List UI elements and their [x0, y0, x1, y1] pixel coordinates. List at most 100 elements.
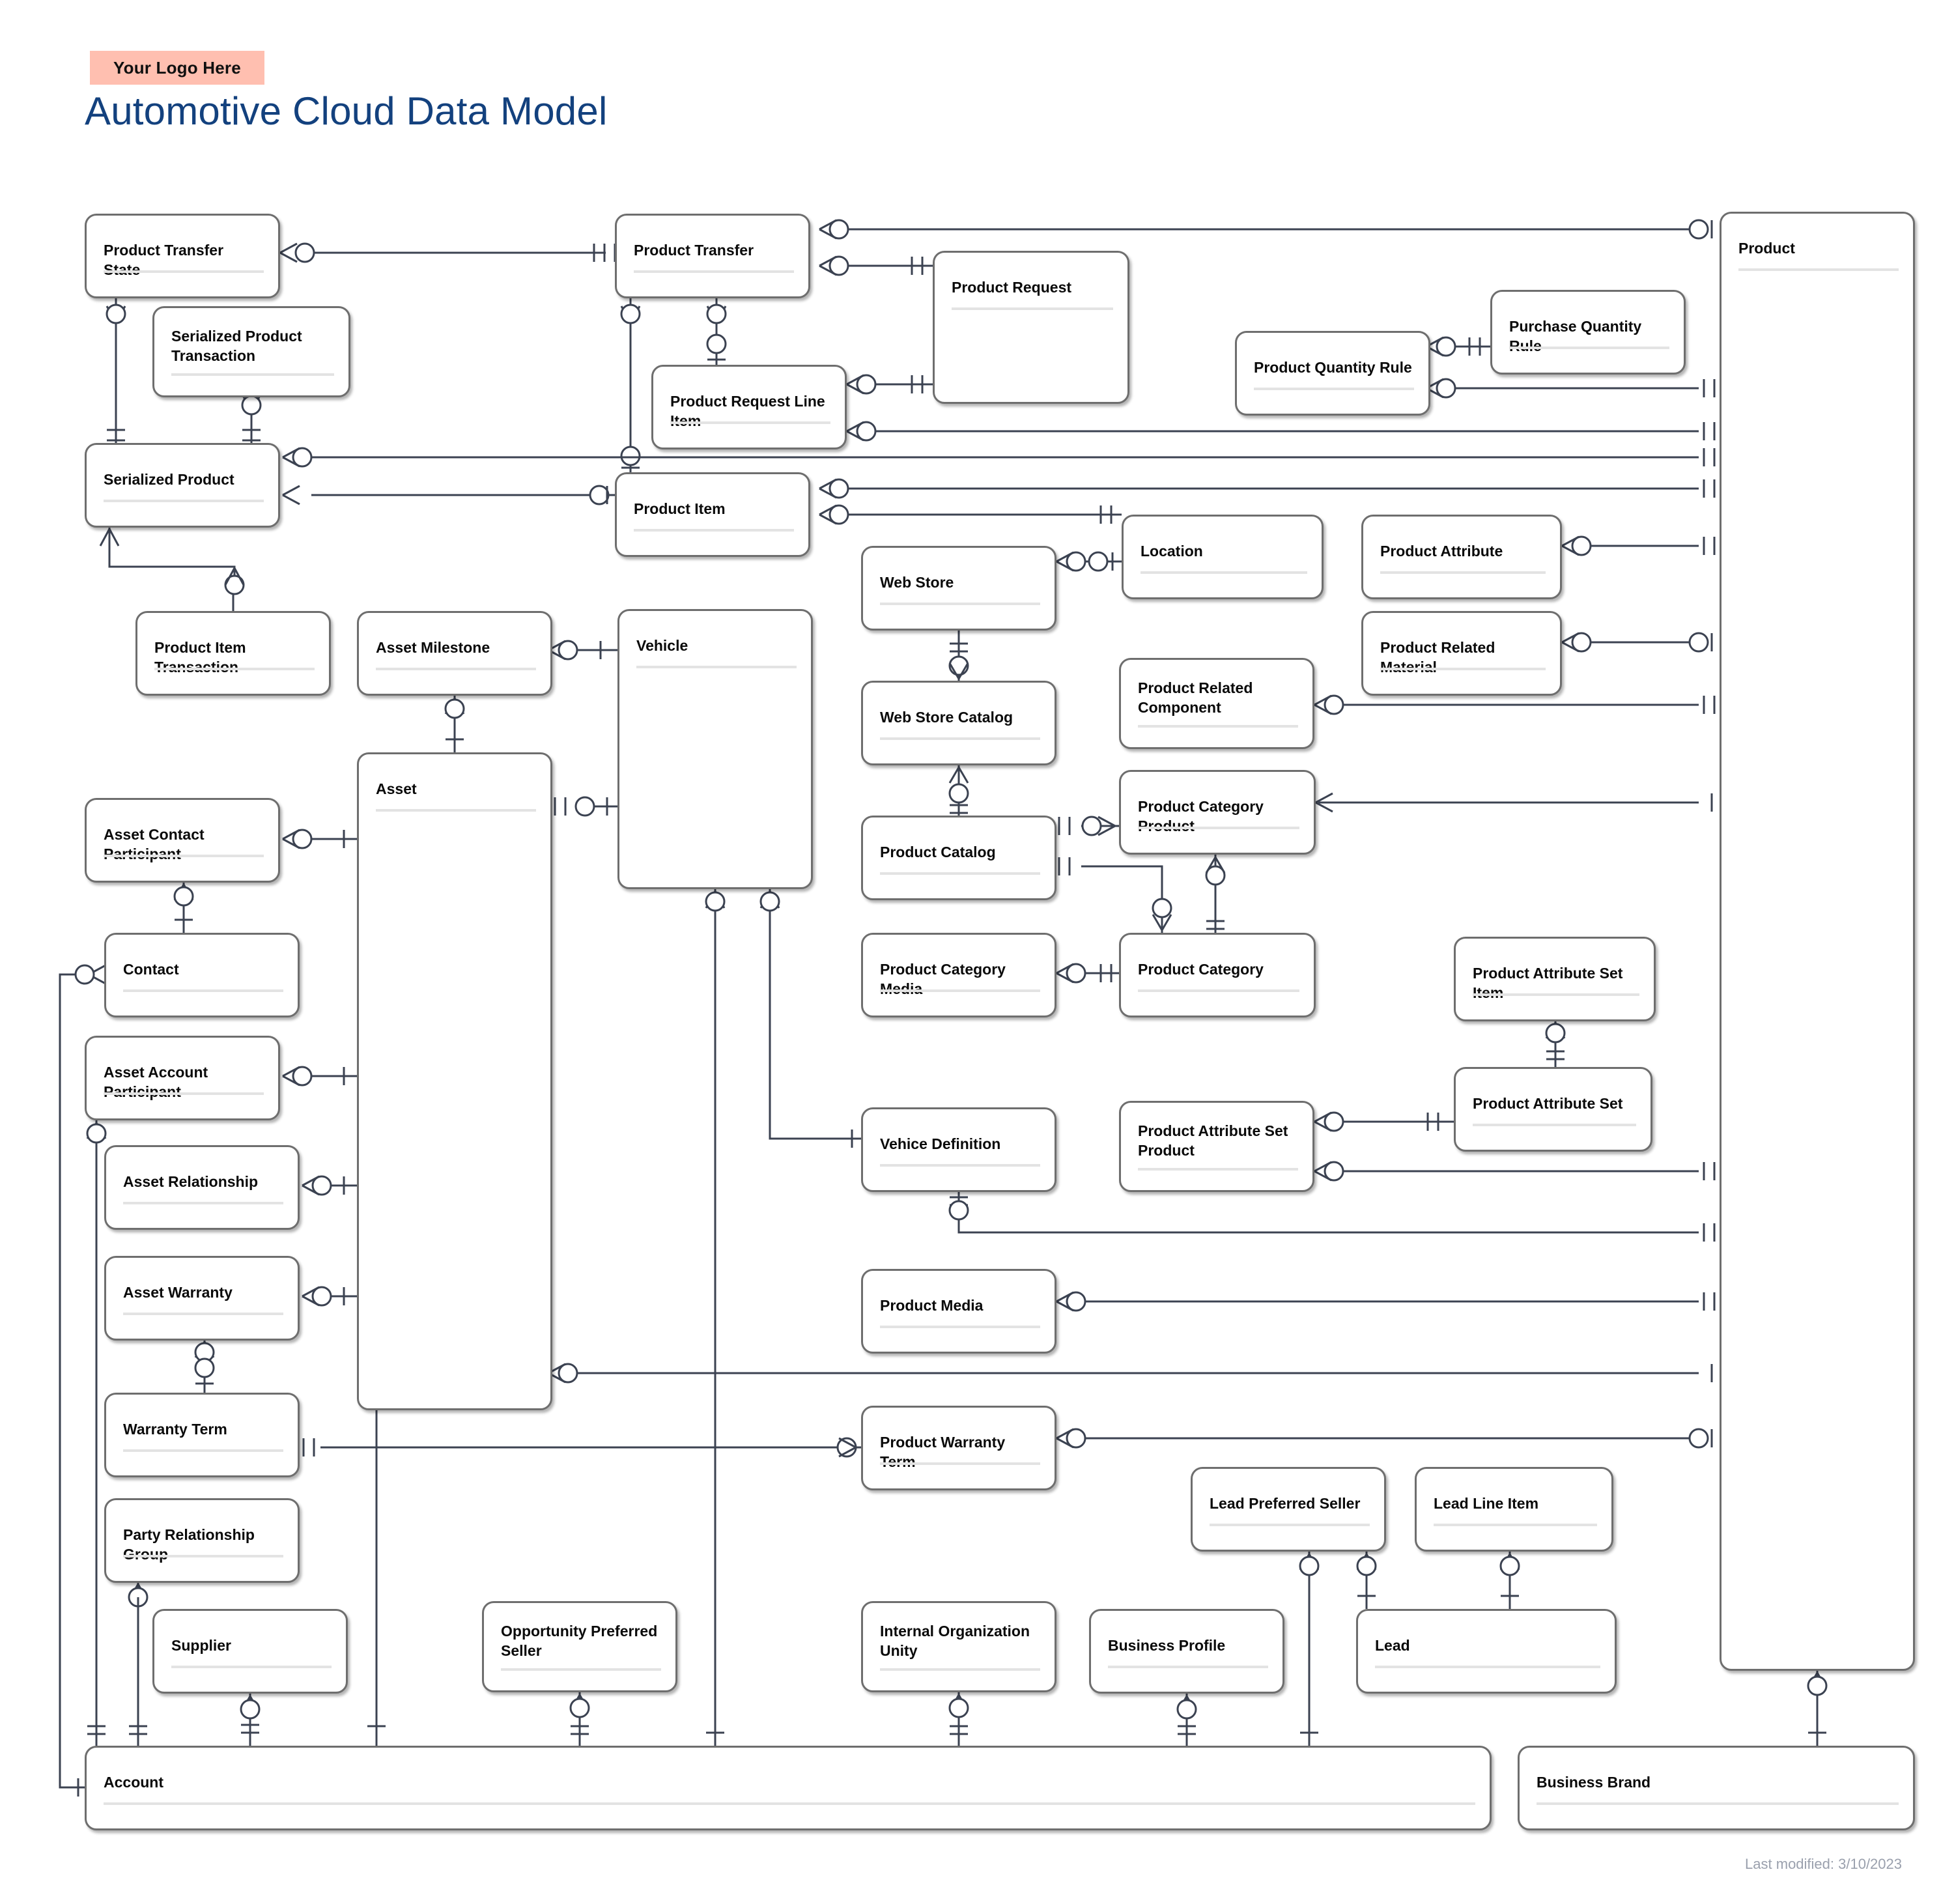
entity-product-category-media[interactable]: Product Category Media [861, 933, 1056, 1017]
entity-serialized-product[interactable]: Serialized Product [85, 443, 280, 528]
entity-attribute-divider [104, 855, 264, 857]
entity-title: Serialized Product Transaction [171, 328, 302, 365]
entity-title: Product Attribute [1380, 543, 1503, 560]
entity-title: Product Catalog [880, 844, 996, 860]
entity-title: Product Item [634, 500, 726, 517]
entity-attribute-divider [1138, 989, 1299, 992]
entity-attribute-divider [880, 1462, 1040, 1465]
entity-product-related-material[interactable]: Product Related Material [1361, 611, 1562, 696]
entity-product[interactable]: Product [1720, 212, 1915, 1671]
entity-attribute-divider [1108, 1666, 1268, 1668]
entity-attribute-divider [1210, 1524, 1370, 1526]
entity-title: Product Attribute Set Product [1138, 1122, 1288, 1159]
entity-vehicle[interactable]: Vehicle [617, 609, 813, 889]
entity-title: Contact [123, 961, 179, 978]
entity-serialized-product-transaction[interactable]: Serialized Product Transaction [152, 306, 350, 397]
entity-title: Asset [376, 780, 417, 797]
entity-title: Asset Milestone [376, 639, 490, 656]
entity-title: Product Warranty Term [880, 1434, 1006, 1470]
entity-title: Vehice Definition [880, 1135, 1001, 1152]
entity-attribute-divider [1738, 268, 1899, 271]
entity-attribute-divider [1509, 347, 1669, 349]
entity-vehice-definition[interactable]: Vehice Definition [861, 1107, 1056, 1192]
entity-attribute-divider [104, 500, 264, 502]
entity-asset-warranty[interactable]: Asset Warranty [104, 1256, 300, 1341]
last-modified-label: Last modified: 3/10/2023 [1745, 1856, 1902, 1872]
entity-attribute-divider [1375, 1666, 1600, 1668]
entity-product-attribute[interactable]: Product Attribute [1361, 515, 1562, 599]
entity-product-request-line-item[interactable]: Product Request Line Item [651, 365, 847, 449]
entity-attribute-divider [123, 1202, 283, 1204]
entity-product-media[interactable]: Product Media [861, 1269, 1056, 1354]
entity-lead-line-item[interactable]: Lead Line Item [1415, 1467, 1613, 1552]
entity-product-attribute-set[interactable]: Product Attribute Set [1454, 1067, 1652, 1152]
entity-title: Lead Preferred Seller [1210, 1495, 1361, 1512]
entity-lead[interactable]: Lead [1356, 1609, 1617, 1694]
entity-asset[interactable]: Asset [357, 752, 552, 1410]
entity-title: Lead [1375, 1637, 1410, 1654]
entity-title: Party Relationship Group [123, 1526, 255, 1563]
entity-title: Business Profile [1108, 1637, 1226, 1654]
entity-product-item[interactable]: Product Item [615, 472, 810, 557]
entity-asset-milestone[interactable]: Asset Milestone [357, 611, 552, 696]
entity-title: Warranty Term [123, 1421, 227, 1438]
entity-title: Asset Warranty [123, 1284, 233, 1301]
entity-title: Product Category [1138, 961, 1264, 978]
entity-internal-organization-unity[interactable]: Internal Organization Unity [861, 1601, 1056, 1692]
entity-purchase-quantity-rule[interactable]: Purchase Quantity Rule [1490, 290, 1686, 375]
entity-title: Location [1141, 543, 1203, 560]
entity-product-category[interactable]: Product Category [1119, 933, 1316, 1017]
entity-title: Business Brand [1537, 1774, 1651, 1791]
entity-title: Asset Account Participant [104, 1064, 208, 1100]
entity-product-transfer[interactable]: Product Transfer [615, 214, 810, 298]
entity-asset-account-participant[interactable]: Asset Account Participant [85, 1036, 280, 1120]
entity-title: Product Media [880, 1297, 984, 1314]
entity-business-profile[interactable]: Business Profile [1089, 1609, 1284, 1694]
entity-title: Product Category Media [880, 961, 1006, 997]
entity-contact[interactable]: Contact [104, 933, 300, 1017]
entity-product-related-component[interactable]: Product Related Component [1119, 658, 1314, 749]
entity-title: Product Category Product [1138, 798, 1264, 834]
entity-party-relationship-group[interactable]: Party Relationship Group [104, 1498, 300, 1583]
entity-product-attribute-set-product[interactable]: Product Attribute Set Product [1119, 1101, 1314, 1192]
entity-title: Asset Relationship [123, 1173, 259, 1190]
entity-attribute-divider [1380, 668, 1546, 670]
entity-opportunity-preferred-seller[interactable]: Opportunity Preferred Seller [482, 1601, 677, 1692]
entity-attribute-divider [880, 1164, 1040, 1167]
entity-web-store[interactable]: Web Store [861, 546, 1056, 631]
entity-attribute-divider [952, 307, 1113, 310]
entity-attribute-divider [634, 529, 794, 532]
entity-attribute-divider [123, 1555, 283, 1557]
entity-attribute-divider [501, 1668, 661, 1671]
entity-product-item-transaction[interactable]: Product Item Transaction [135, 611, 331, 696]
entity-product-transfer-state[interactable]: Product Transfer State [85, 214, 280, 298]
entity-lead-preferred-seller[interactable]: Lead Preferred Seller [1191, 1467, 1386, 1552]
entity-product-warranty-term[interactable]: Product Warranty Term [861, 1406, 1056, 1490]
entity-product-request[interactable]: Product Request [933, 251, 1129, 404]
entity-title: Product [1738, 240, 1795, 257]
entity-product-catalog[interactable]: Product Catalog [861, 816, 1056, 900]
entity-asset-relationship[interactable]: Asset Relationship [104, 1145, 300, 1230]
entity-title: Purchase Quantity Rule [1509, 318, 1642, 354]
entity-attribute-divider [1473, 1124, 1636, 1126]
entity-product-quantity-rule[interactable]: Product Quantity Rule [1235, 331, 1430, 416]
entity-supplier[interactable]: Supplier [152, 1609, 348, 1694]
entity-attribute-divider [376, 668, 536, 670]
entity-attribute-divider [634, 270, 794, 273]
entity-attribute-divider [880, 603, 1040, 605]
entity-title: Lead Line Item [1434, 1495, 1539, 1512]
entity-title: Product Request Line Item [670, 393, 825, 429]
entity-business-brand[interactable]: Business Brand [1518, 1746, 1915, 1830]
entity-title: Supplier [171, 1637, 232, 1654]
entity-warranty-term[interactable]: Warranty Term [104, 1393, 300, 1477]
entity-asset-contact-participant[interactable]: Asset Contact Participant [85, 798, 280, 883]
entity-product-category-product[interactable]: Product Category Product [1119, 770, 1316, 855]
entity-product-attribute-set-item[interactable]: Product Attribute Set Item [1454, 937, 1656, 1021]
logo-text: Your Logo Here [113, 57, 241, 78]
entity-location[interactable]: Location [1122, 515, 1324, 599]
entity-title: Product Attribute Set [1473, 1095, 1623, 1112]
entity-web-store-catalog[interactable]: Web Store Catalog [861, 681, 1056, 765]
entity-attribute-divider [880, 1326, 1040, 1328]
entity-title: Internal Organization Unity [880, 1623, 1030, 1660]
entity-account[interactable]: Account [85, 1746, 1492, 1830]
